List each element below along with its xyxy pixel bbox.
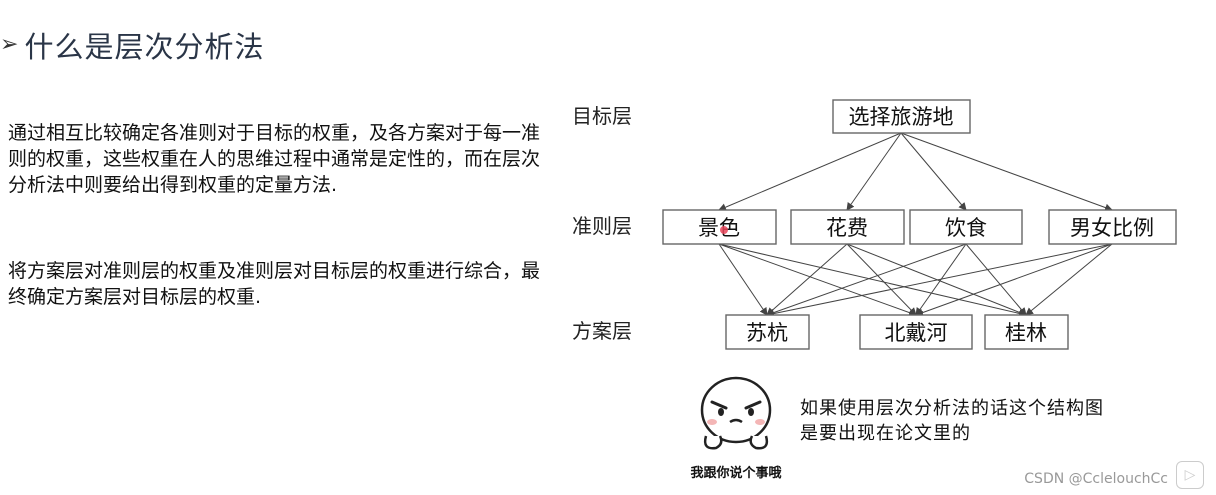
sticker: 我跟你说个事哦 — [676, 372, 796, 481]
diagram-edges — [718, 132, 1113, 318]
node-goal-label: 选择旅游地 — [849, 105, 954, 129]
slide-title: ➢ 什么是层次分析法 — [0, 24, 264, 66]
edge-criterion-3-alternative-3 — [965, 243, 1027, 316]
node-alternative-1: 苏杭 — [725, 314, 810, 350]
edge-criterion-1-alternative-3 — [718, 243, 1027, 318]
watermark: CSDN @CclelouchCc — [1024, 471, 1168, 487]
node-criterion-1-label: 景色 — [698, 216, 740, 240]
edge-criterion-2-alternative-2 — [846, 243, 917, 316]
node-criterion-4-label: 男女比例 — [1070, 216, 1154, 240]
edge-goal-criterion-4 — [900, 132, 1113, 212]
edge-criterion-4-alternative-1 — [766, 243, 1113, 318]
layer-label-criteria: 准则层 — [572, 214, 632, 238]
edge-criterion-4-alternative-2 — [915, 243, 1113, 317]
edge-criterion-4-alternative-3 — [1025, 243, 1113, 316]
node-criterion-1: 景色 — [662, 209, 777, 245]
node-criterion-4: 男女比例 — [1048, 209, 1177, 245]
edge-goal-criterion-3 — [900, 132, 967, 211]
node-criterion-2: 花费 — [790, 209, 905, 245]
edge-criterion-1-alternative-1 — [718, 243, 768, 316]
sticker-face-icon — [700, 376, 772, 450]
note-line-1: 如果使用层次分析法的话这个结构图 — [800, 398, 1104, 419]
node-criterion-3: 饮食 — [909, 209, 1023, 245]
edge-criterion-1-alternative-2 — [718, 243, 917, 317]
paragraph-2: 将方案层对准则层的权重及准则层对目标层的权重进行综合，最终确定方案层对目标层的权… — [8, 260, 541, 308]
node-criterion-3-label: 饮食 — [945, 216, 987, 240]
layer-label-goal: 目标层 — [572, 104, 632, 128]
sticker-caption: 我跟你说个事哦 — [690, 466, 782, 481]
node-alternative-3-label: 桂林 — [1005, 321, 1047, 345]
node-criterion-2-label: 花费 — [826, 216, 868, 240]
edge-goal-criterion-1 — [718, 132, 902, 211]
node-alternative-3: 桂林 — [984, 314, 1069, 350]
edge-criterion-2-alternative-1 — [766, 243, 848, 316]
node-goal: 选择旅游地 — [832, 99, 971, 134]
page-title: 什么是层次分析法 — [24, 30, 265, 64]
cursor-dot-icon — [720, 226, 728, 234]
note-line-2: 是要出现在论文里的 — [800, 423, 971, 444]
node-alternative-1-label: 苏杭 — [746, 321, 788, 345]
edge-criterion-3-alternative-1 — [766, 243, 967, 317]
paragraph-1: 通过相互比较确定各准则对于目标的权重，及各方案对于每一准则的权重，这些权重在人的… — [8, 122, 541, 196]
node-alternative-2-label: 北戴河 — [885, 321, 948, 345]
edge-goal-criterion-2 — [846, 132, 902, 211]
play-icon: ▷ — [1176, 461, 1204, 489]
bullet-arrow-icon: ➢ — [0, 32, 19, 57]
layer-label-alternatives: 方案层 — [572, 319, 632, 343]
annotation-note: 如果使用层次分析法的话这个结构图 是要出现在论文里的 — [800, 396, 1104, 446]
node-alternative-2: 北戴河 — [859, 314, 973, 350]
hierarchy-diagram: 目标层 准则层 方案层 选择旅游地 景色 花费 饮食 男女比例 苏杭 北戴河 桂… — [572, 99, 1177, 350]
edge-criterion-2-alternative-3 — [846, 243, 1027, 317]
